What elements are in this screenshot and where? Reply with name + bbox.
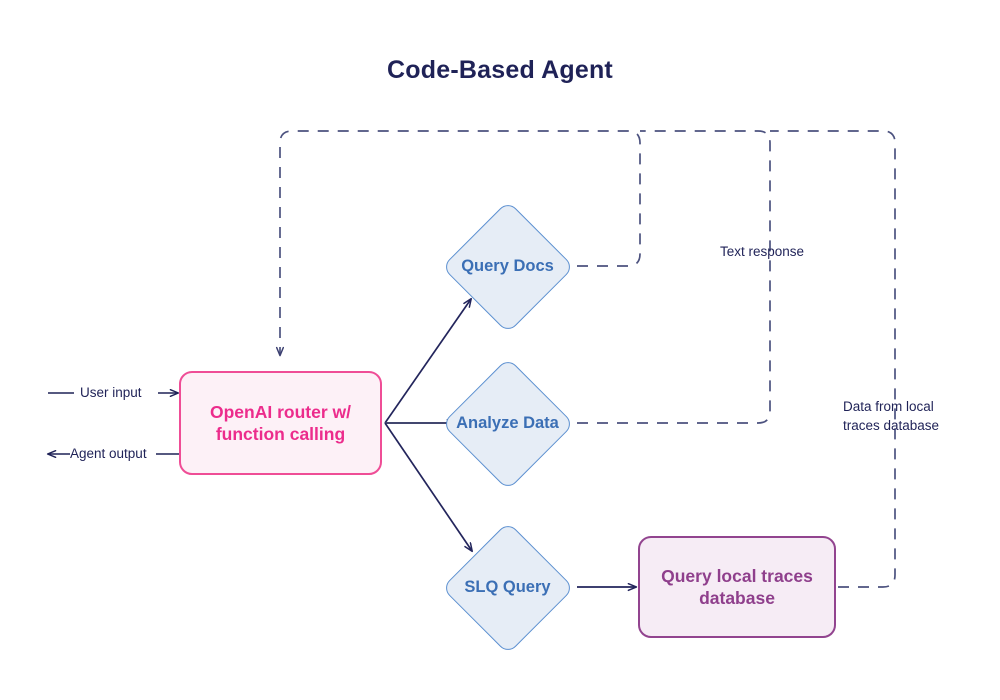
- node-analyze-data-label: Analyze Data: [456, 414, 559, 433]
- node-query-docs-label: Query Docs: [461, 257, 554, 276]
- edge-traces-db-return: [770, 130, 896, 588]
- edge-label-data-from-traces: Data from local traces database: [843, 399, 940, 433]
- edge-analyze-data-return: [577, 130, 771, 424]
- page-title: Code-Based Agent: [387, 56, 613, 84]
- edge-label-text-response: Text response: [720, 244, 805, 259]
- node-query-docs[interactable]: Query Docs: [441, 200, 574, 333]
- node-openai-router[interactable]: OpenAI router w/ function calling: [179, 371, 382, 475]
- edge-label-agent-output: Agent output: [70, 446, 147, 461]
- edge-label-user-input: User input: [80, 385, 142, 400]
- node-slq-query[interactable]: SLQ Query: [441, 521, 574, 654]
- node-query-local-traces-database[interactable]: Query local traces database: [638, 536, 836, 638]
- node-slq-query-label: SLQ Query: [464, 578, 551, 597]
- node-analyze-data[interactable]: Analyze Data: [441, 357, 574, 490]
